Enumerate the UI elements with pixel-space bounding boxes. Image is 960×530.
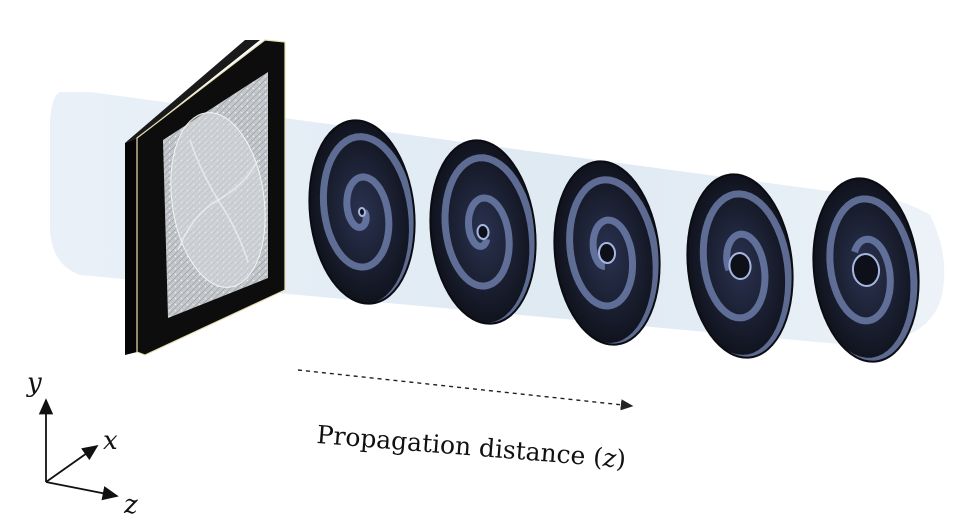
frame-top [125, 40, 260, 143]
slm-spiral-arms [177, 139, 259, 263]
z-axis-label: z [124, 490, 138, 520]
disc-rim [812, 177, 920, 363]
x-axis [45, 444, 99, 483]
vortex-core [728, 252, 752, 280]
vortex-core [476, 224, 490, 240]
disc-rim [429, 139, 537, 325]
vortex-core [597, 242, 617, 264]
intensity-disc [678, 169, 802, 363]
vortex-core [357, 207, 367, 217]
spiral-fringes [678, 169, 802, 363]
vortex-core [851, 253, 881, 287]
intensity-disc [545, 156, 669, 350]
disc-rim [553, 160, 661, 346]
intensity-planes [300, 115, 928, 367]
disc-rim [686, 173, 794, 359]
y-axis-label: y [27, 368, 42, 398]
propagation-arrow [297, 369, 634, 411]
x-axis-label: x [103, 426, 118, 456]
z-axis [45, 481, 119, 501]
frame-side [125, 138, 137, 355]
spiral-fringes [545, 156, 669, 350]
spatial-light-modulator [125, 39, 286, 356]
coordinate-axes [38, 398, 119, 501]
disc-rim [308, 119, 416, 305]
